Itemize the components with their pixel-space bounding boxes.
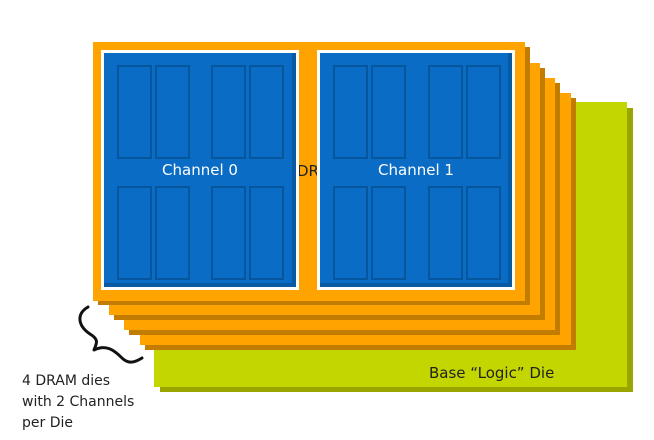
bank-cell	[249, 65, 284, 159]
bank-cell	[333, 186, 368, 280]
stack-caption: 4 DRAM dies with 2 Channels per Die	[22, 371, 134, 434]
bank-cell	[333, 65, 368, 159]
bank-cell	[117, 65, 152, 159]
bank-cell	[117, 186, 152, 280]
channel-1-label: Channel 1	[378, 161, 454, 179]
bank-cell	[466, 186, 501, 280]
bank-cell	[428, 186, 463, 280]
channel-1-panel: Channel 1	[317, 50, 515, 290]
bank-cell	[371, 65, 406, 159]
bank-cell	[211, 65, 246, 159]
caption-line: with 2 Channels	[22, 394, 135, 410]
base-die-label: Base “Logic” Die	[429, 364, 555, 382]
bank-cell	[371, 186, 406, 280]
caption-line: 4 DRAM dies	[22, 373, 111, 389]
bank-cell	[155, 65, 190, 159]
bank-cell	[211, 186, 246, 280]
channel-0-label: Channel 0	[162, 161, 238, 179]
bank-cell	[249, 186, 284, 280]
caption-line: per Die	[22, 415, 73, 431]
bank-cell	[428, 65, 463, 159]
curly-brace-icon	[78, 305, 144, 364]
bank-cell	[466, 65, 501, 159]
bank-cell	[155, 186, 190, 280]
channel-0-panel: Channel 0	[101, 50, 299, 290]
dram-die-label: DRAM	[297, 162, 321, 180]
